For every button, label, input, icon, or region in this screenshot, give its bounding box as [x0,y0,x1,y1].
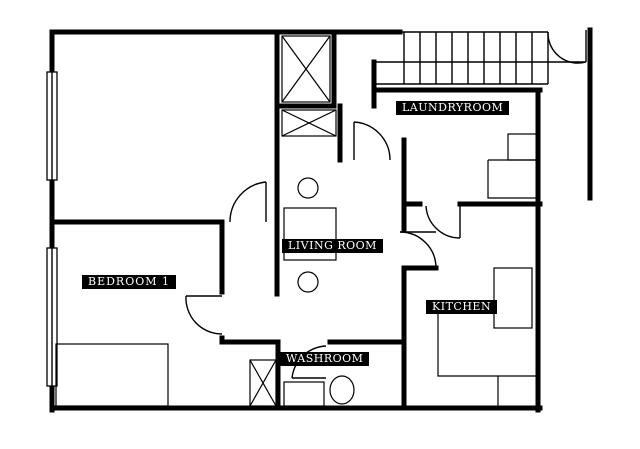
laundry-fixtures [487,133,539,199]
room-label-bedroom: BEDROOM 1 [82,275,177,289]
staircase [374,31,549,85]
window-upper [46,71,58,181]
interior-walls [49,29,543,411]
room-label-laundry: LAUNDRYROOM [396,101,510,115]
bedroom-bed [55,343,169,407]
washroom-fixtures [249,359,355,407]
window-lower [46,247,58,387]
kitchen-fixtures [437,267,538,406]
room-label-kitchen: KITCHEN [426,300,498,314]
room-label-living: LIVING ROOM [282,239,383,253]
living-furniture [283,177,337,293]
room-label-washroom: WASHROOM [280,352,370,366]
entry-door [547,30,587,64]
closet [281,35,337,137]
